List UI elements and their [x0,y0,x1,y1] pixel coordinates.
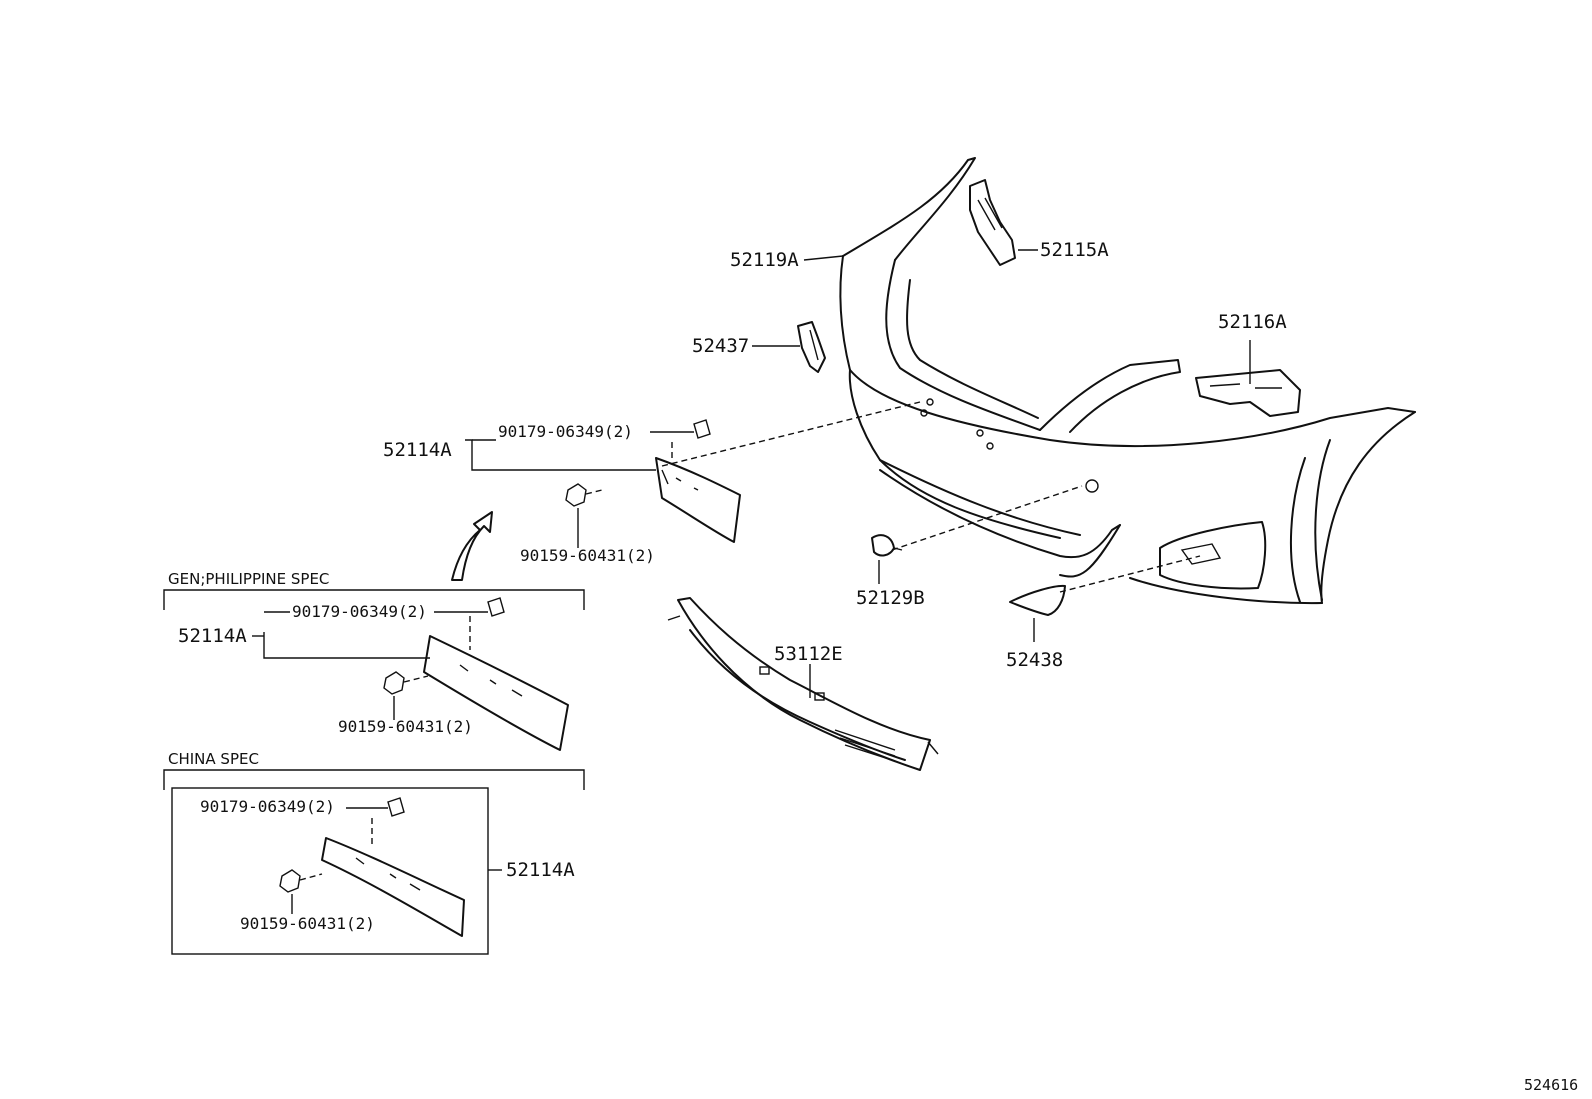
label-90179-gen: 90179-06349(2) [292,602,427,621]
spec-gen: GEN;PHILIPPINE SPEC [168,570,329,588]
cover-52437-drawing [797,321,826,373]
china-spec-group [163,769,585,955]
label-90179-main: 90179-06349(2) [498,422,633,441]
spec-china: CHINA SPEC [168,750,259,768]
cover-52438-drawing [1009,584,1066,616]
figure-number: 524616 [1524,1076,1578,1094]
grille-53112E-drawing [667,597,939,771]
retainer-52115A-drawing [969,179,1016,266]
label-90179-china: 90179-06349(2) [200,797,335,816]
leader-lines [752,249,1251,698]
label-52114A-china: 52114A [506,859,575,881]
label-52129B: 52129B [856,587,925,609]
gen-spec-group [163,589,585,751]
label-52119A: 52119A [730,249,799,271]
label-52114A-gen: 52114A [178,625,247,647]
label-52438: 52438 [1006,649,1063,671]
label-52114A-main: 52114A [383,439,452,461]
spacer-52116A-drawing [1195,369,1301,417]
label-53112E: 53112E [774,643,843,665]
cap-52129B-drawing [871,534,903,557]
license-bracket-main-drawing [465,401,1201,593]
label-52115A: 52115A [1040,239,1109,261]
arrow-drawing [451,511,493,581]
bumper-cover-drawing [839,157,1416,605]
label-90159-gen: 90159-60431(2) [338,717,473,736]
label-90159-main: 90159-60431(2) [520,546,655,565]
label-52116A: 52116A [1218,311,1287,333]
label-52437: 52437 [692,335,749,357]
label-90159-china: 90159-60431(2) [240,914,375,933]
